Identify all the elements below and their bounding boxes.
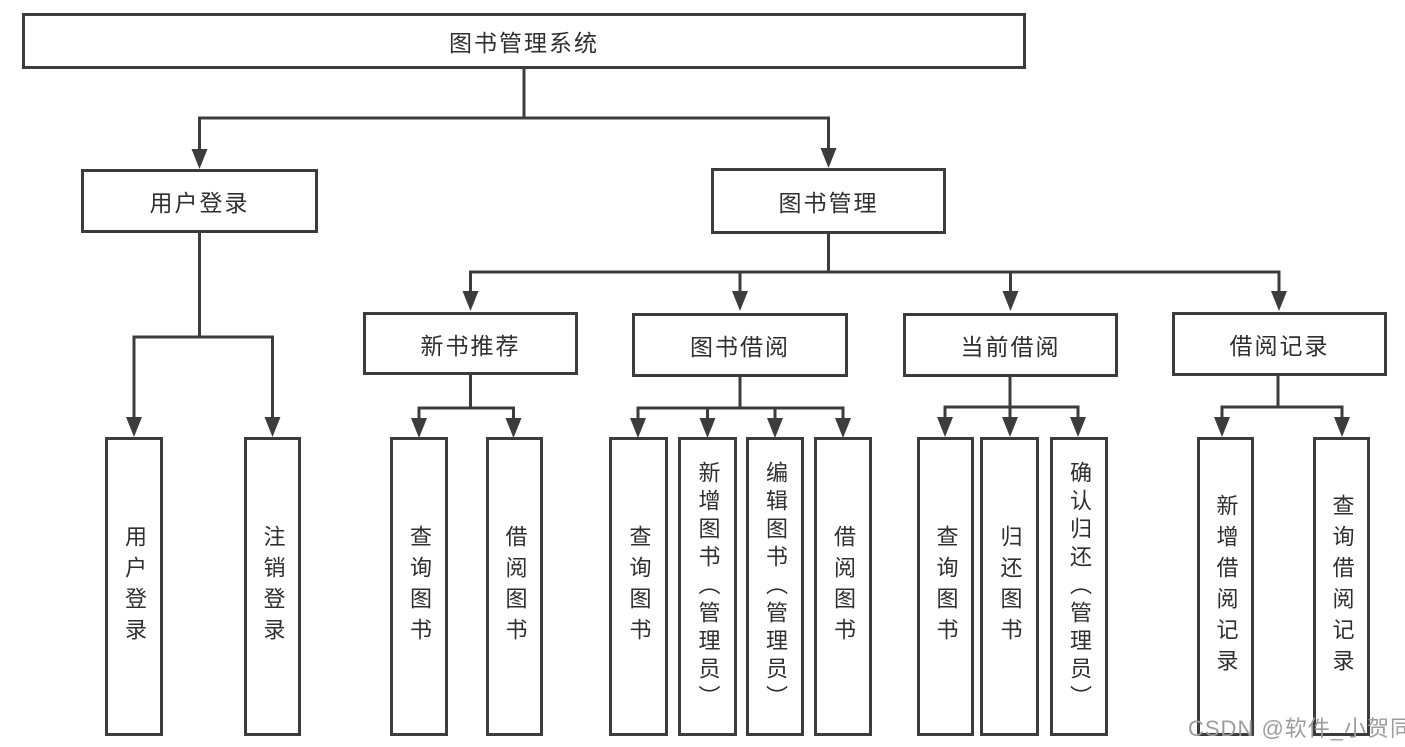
node-borrow-records-label: 借阅记录 [1229, 333, 1330, 359]
node-root: 图书管理系统 [22, 13, 1026, 69]
leaf-return-book: 归还图书 [980, 437, 1039, 736]
leaf-add-book-admin: 新增图书（管理员） [678, 437, 737, 736]
leaf-add-borrow-record: 新增借阅记录 [1197, 437, 1254, 736]
leaf-logout: 注销登录 [244, 437, 301, 736]
node-book-management-label: 图书管理 [778, 190, 879, 216]
node-current-borrow: 当前借阅 [903, 313, 1118, 377]
node-borrow-records: 借阅记录 [1172, 312, 1387, 376]
leaf-query-book-recommend: 查询图书 [390, 437, 448, 736]
leaf-confirm-return-admin: 确认归还（管理员） [1050, 437, 1108, 736]
watermark-text: CSDN @软件_小贺同学 [1188, 716, 1405, 741]
leaf-query-book-borrow: 查询图书 [609, 437, 668, 736]
leaf-borrow-book-recommend: 借阅图书 [486, 437, 543, 736]
node-new-book-recommend-label: 新书推荐 [420, 332, 521, 359]
leaf-query-book-current: 查询图书 [917, 437, 974, 736]
node-book-management: 图书管理 [711, 168, 946, 234]
leaf-edit-book-admin: 编辑图书（管理员） [746, 437, 804, 736]
node-new-book-recommend: 新书推荐 [363, 312, 578, 375]
node-book-borrow: 图书借阅 [632, 313, 848, 377]
node-user-login-label: 用户登录 [149, 190, 250, 216]
node-user-login: 用户登录 [81, 169, 318, 233]
node-root-label: 图书管理系统 [449, 30, 599, 56]
leaf-query-borrow-record: 查询借阅记录 [1313, 437, 1370, 736]
leaf-user-login: 用户登录 [105, 437, 163, 736]
node-book-borrow-label: 图书借阅 [690, 334, 790, 360]
node-current-borrow-label: 当前借阅 [960, 334, 1061, 360]
leaf-borrow-book: 借阅图书 [814, 437, 872, 736]
